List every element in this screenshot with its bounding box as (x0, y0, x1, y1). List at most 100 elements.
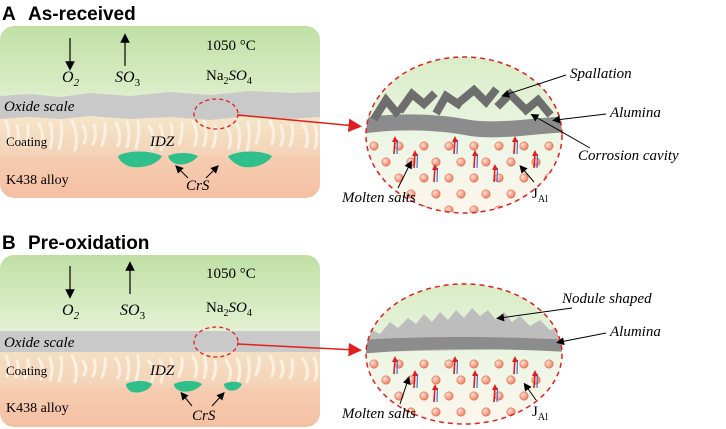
coating-fiber (57, 355, 64, 383)
molten-salt-particle (419, 141, 429, 151)
coating-fiber (4, 354, 11, 378)
coating-fiber (23, 358, 30, 380)
panel-b-crs-label: CrS (192, 408, 216, 424)
molten-salt-particle (481, 375, 491, 385)
molten-salt-particle (469, 359, 479, 369)
aluminum-flux-arrow (472, 150, 479, 169)
aluminum-flux-arrow (532, 150, 539, 169)
molten-salt-particle (506, 189, 516, 199)
panel-b-focus-circle (193, 326, 239, 358)
panel-b-zoom-view (365, 283, 563, 425)
molten-salt-particle (444, 141, 454, 151)
molten-salt-particle (444, 359, 454, 369)
coating-fiber (37, 122, 45, 149)
panel-b-jal-label: JAl (532, 404, 548, 423)
aluminum-flux-arrow (412, 370, 419, 389)
panel-a-crs-label: CrS (186, 178, 210, 194)
coating-fiber (312, 121, 319, 150)
aluminum-flux-arrow (432, 384, 439, 403)
molten-salt-particle (481, 157, 491, 167)
aluminum-flux-arrow (412, 150, 419, 169)
coating-fiber (268, 119, 276, 146)
coating-fiber (288, 123, 295, 148)
aluminum-flux-arrow (452, 136, 459, 155)
aluminum-flux-arrow (432, 164, 439, 183)
coating-fiber (125, 120, 131, 149)
aluminum-flux-arrow (512, 136, 519, 155)
panel-b-flux-arrows (392, 356, 539, 403)
coating-fiber (81, 359, 88, 377)
coating-fiber (158, 123, 165, 152)
molten-salt-particle (444, 205, 454, 213)
molten-salt-particle (469, 173, 479, 183)
panel-a-cross-section (0, 26, 320, 198)
coating-fiber (23, 123, 30, 148)
aluminum-flux-arrow (452, 356, 459, 375)
panel-a-cavity-label: Corrosion cavity (578, 148, 679, 164)
panel-a-alumina-label: Alumina (609, 105, 661, 121)
molten-salt-particle (481, 189, 491, 199)
panel-a-spallation-fragments (370, 84, 554, 122)
coating-fiber (301, 122, 309, 149)
panel-a-alloy-label: K438 alloy (6, 173, 69, 188)
molten-salt-particle (394, 391, 404, 401)
molten-salt-particle (369, 205, 379, 213)
coating-fiber (91, 358, 97, 378)
molten-salt-particle (481, 407, 491, 417)
coating-fiber (202, 119, 208, 148)
panel-b-temperature: 1050 °C (206, 266, 256, 282)
panel-a-focus-circle (193, 98, 239, 130)
molten-salt-particle (394, 141, 404, 151)
coating-fiber (114, 356, 122, 380)
panel-b-nodule-label: Nodule shaped (561, 291, 652, 307)
molten-salt-particle (544, 205, 554, 213)
molten-salt-particle (506, 375, 516, 385)
coating-fiber (177, 121, 184, 146)
molten-salt-particle (519, 391, 529, 401)
coating-fiber (279, 359, 285, 379)
panel-b-idz-shape (174, 381, 202, 392)
panel-b-idz-shape (126, 381, 152, 393)
aluminum-flux-arrow (492, 164, 499, 183)
panel-a-jal-label: JAl (532, 186, 548, 205)
molten-salt-particle (456, 407, 466, 417)
coating-fiber (279, 124, 285, 147)
coating-fiber (70, 354, 78, 384)
coating-fiber (211, 124, 218, 149)
panel-a-salt-label: Na2SO4 (206, 68, 252, 87)
molten-salt-particle (494, 391, 504, 401)
aluminum-flux-arrow (492, 384, 499, 403)
aluminum-flux-arrow (392, 356, 399, 375)
panel-a-idz-shape (118, 151, 162, 168)
molten-salt-particle (369, 141, 379, 151)
panel-a-oxide-label: Oxide scale (4, 99, 75, 115)
panel-b: B Pre-oxidation O2 SO3 1050 °C Na2SO4 Ox… (0, 233, 661, 427)
molten-salt-particle (419, 173, 429, 183)
panel-b-oxide-label: Oxide scale (4, 335, 75, 351)
panel-b-molten-label: Molten salts (341, 406, 416, 422)
panel-b-alumina-label: Alumina (609, 324, 661, 340)
molten-salt-particle (419, 205, 429, 213)
coating-fiber (48, 356, 54, 382)
panel-a-letter: A (2, 4, 16, 25)
panel-a: A As-received O2 SO3 1050 °C Na2SO4 Oxid… (0, 4, 679, 214)
molten-salt-particle (369, 173, 379, 183)
molten-salt-particle (506, 157, 516, 167)
panel-a-o2-label: O2 (62, 69, 80, 89)
molten-salt-particle (519, 173, 529, 183)
panel-b-idz-shape (224, 381, 242, 391)
molten-salt-particle (531, 375, 541, 385)
coating-fiber (235, 357, 242, 383)
molten-salt-particle (456, 189, 466, 199)
coating-fiber (312, 356, 319, 382)
panel-a-title: As-received (28, 4, 136, 25)
molten-salt-particle (456, 375, 466, 385)
panel-b-oxide-band (0, 331, 320, 352)
panel-a-idz-shape (168, 153, 198, 165)
coating-fiber (57, 120, 64, 151)
molten-salt-particle (369, 391, 379, 401)
panel-a-coating-label: Coating (6, 134, 48, 149)
molten-salt-particle (494, 173, 504, 183)
panel-a-idz-label: IDZ (149, 134, 175, 150)
coating-fiber (191, 120, 199, 147)
